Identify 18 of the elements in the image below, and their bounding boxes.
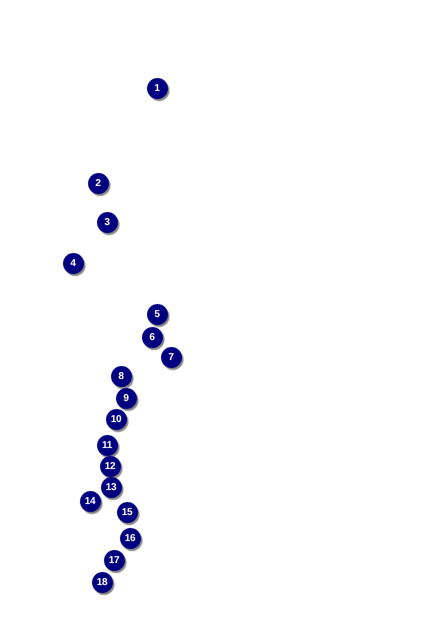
callout-number: 12 (100, 456, 120, 476)
callout-number: 4 (62, 252, 84, 274)
callout-number: 1 (146, 78, 168, 98)
callout-number: 11 (96, 434, 118, 456)
callout-number: 10 (106, 408, 126, 430)
callout-number: 16 (120, 528, 140, 548)
callout-number: 5 (146, 304, 168, 324)
callout-number: 8 (110, 366, 132, 386)
callout-number: 18 (92, 572, 112, 592)
callout-number: 3 (96, 212, 118, 232)
callout-number: 14 (80, 490, 100, 512)
callout-number: 15 (116, 502, 138, 522)
callout-number: 7 (160, 346, 182, 368)
callout-number: 2 (88, 172, 108, 194)
callout-number: 6 (142, 326, 162, 348)
callout-number: 13 (100, 476, 122, 498)
callout-number: 17 (104, 550, 124, 570)
callout-number: 9 (116, 388, 136, 408)
